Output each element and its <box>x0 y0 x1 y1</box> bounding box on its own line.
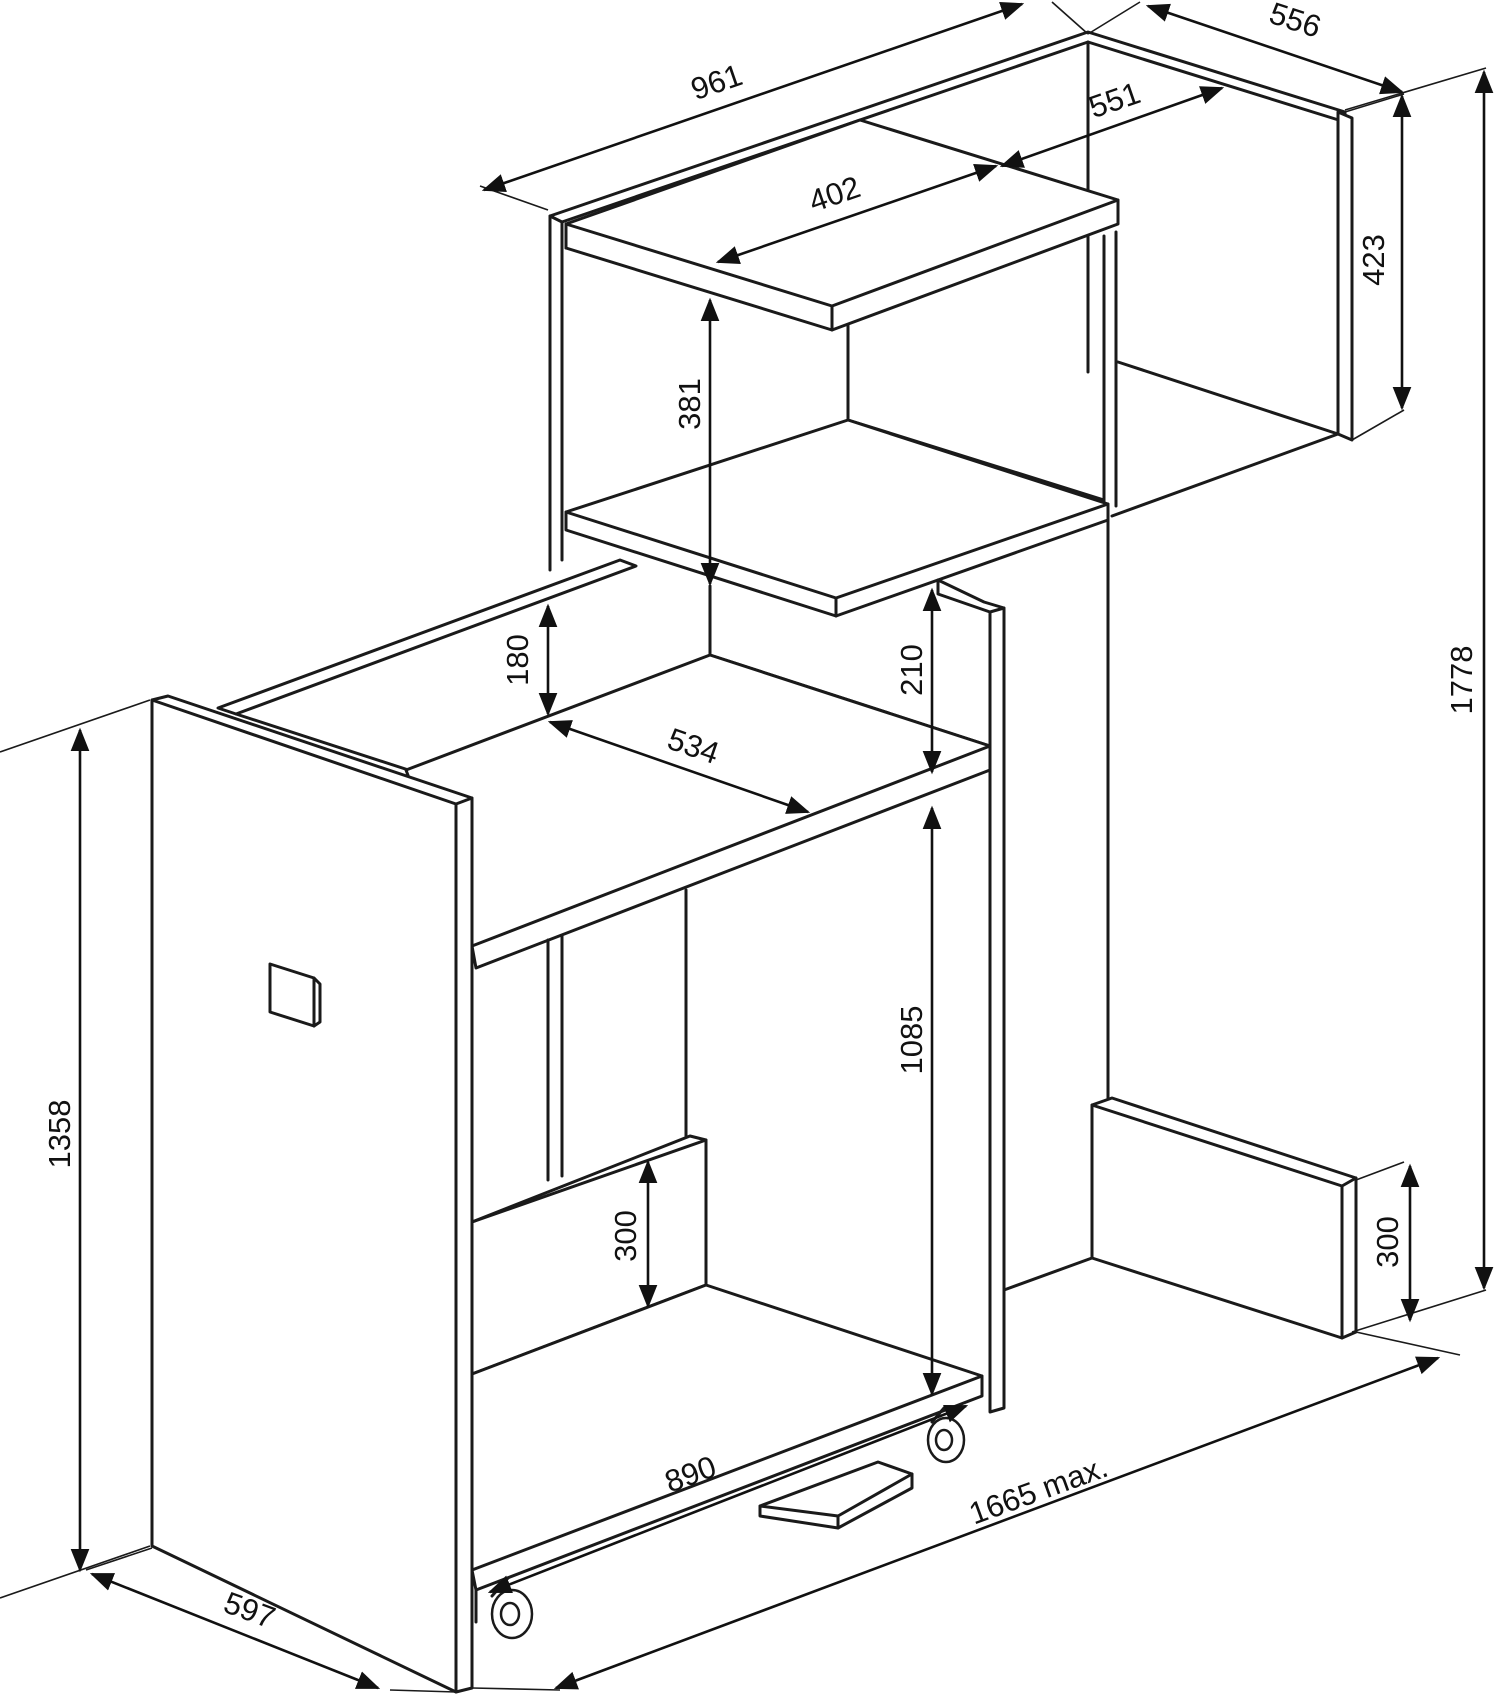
dim-label-1778: 1778 <box>1444 646 1479 715</box>
dim-line-402 <box>715 164 999 264</box>
upper-small-shelf <box>564 118 1120 332</box>
dim-line-597 <box>89 1572 381 1690</box>
rear-base-board <box>1002 1096 1358 1340</box>
dim-label-180: 180 <box>500 634 535 686</box>
front-side-panel <box>150 694 474 1694</box>
dim-line-961 <box>481 2 1025 192</box>
panel-handle[interactable] <box>268 962 322 1028</box>
dim-label-300-back: 300 <box>1370 1216 1405 1268</box>
dim-line-1665 <box>553 1356 1441 1690</box>
caster-wheel-front <box>490 1576 534 1640</box>
upper-cabinet <box>548 30 1354 1107</box>
upper-middle-shelf <box>564 418 1110 618</box>
dim-line-551 <box>999 86 1225 168</box>
dim-line-556 <box>1145 3 1405 95</box>
dim-label-961: 961 <box>686 57 746 107</box>
lower-top-board <box>216 558 638 716</box>
lower-right-panel <box>936 578 1006 1414</box>
dim-label-556: 556 <box>1265 0 1325 45</box>
dim-label-1085: 1085 <box>894 1006 929 1075</box>
dim-label-300-shelf: 300 <box>608 1210 643 1262</box>
dim-label-423: 423 <box>1356 234 1391 286</box>
lower-cabinet <box>150 558 1006 1694</box>
dim-label-210: 210 <box>894 644 929 696</box>
upper-right-panel <box>1336 110 1354 442</box>
dim-label-1665: 1665 max. <box>964 1449 1112 1531</box>
lower-mid-shelf <box>404 653 992 970</box>
dim-line-534 <box>547 720 811 814</box>
dim-label-381: 381 <box>672 378 707 430</box>
dim-label-1358: 1358 <box>42 1100 77 1169</box>
